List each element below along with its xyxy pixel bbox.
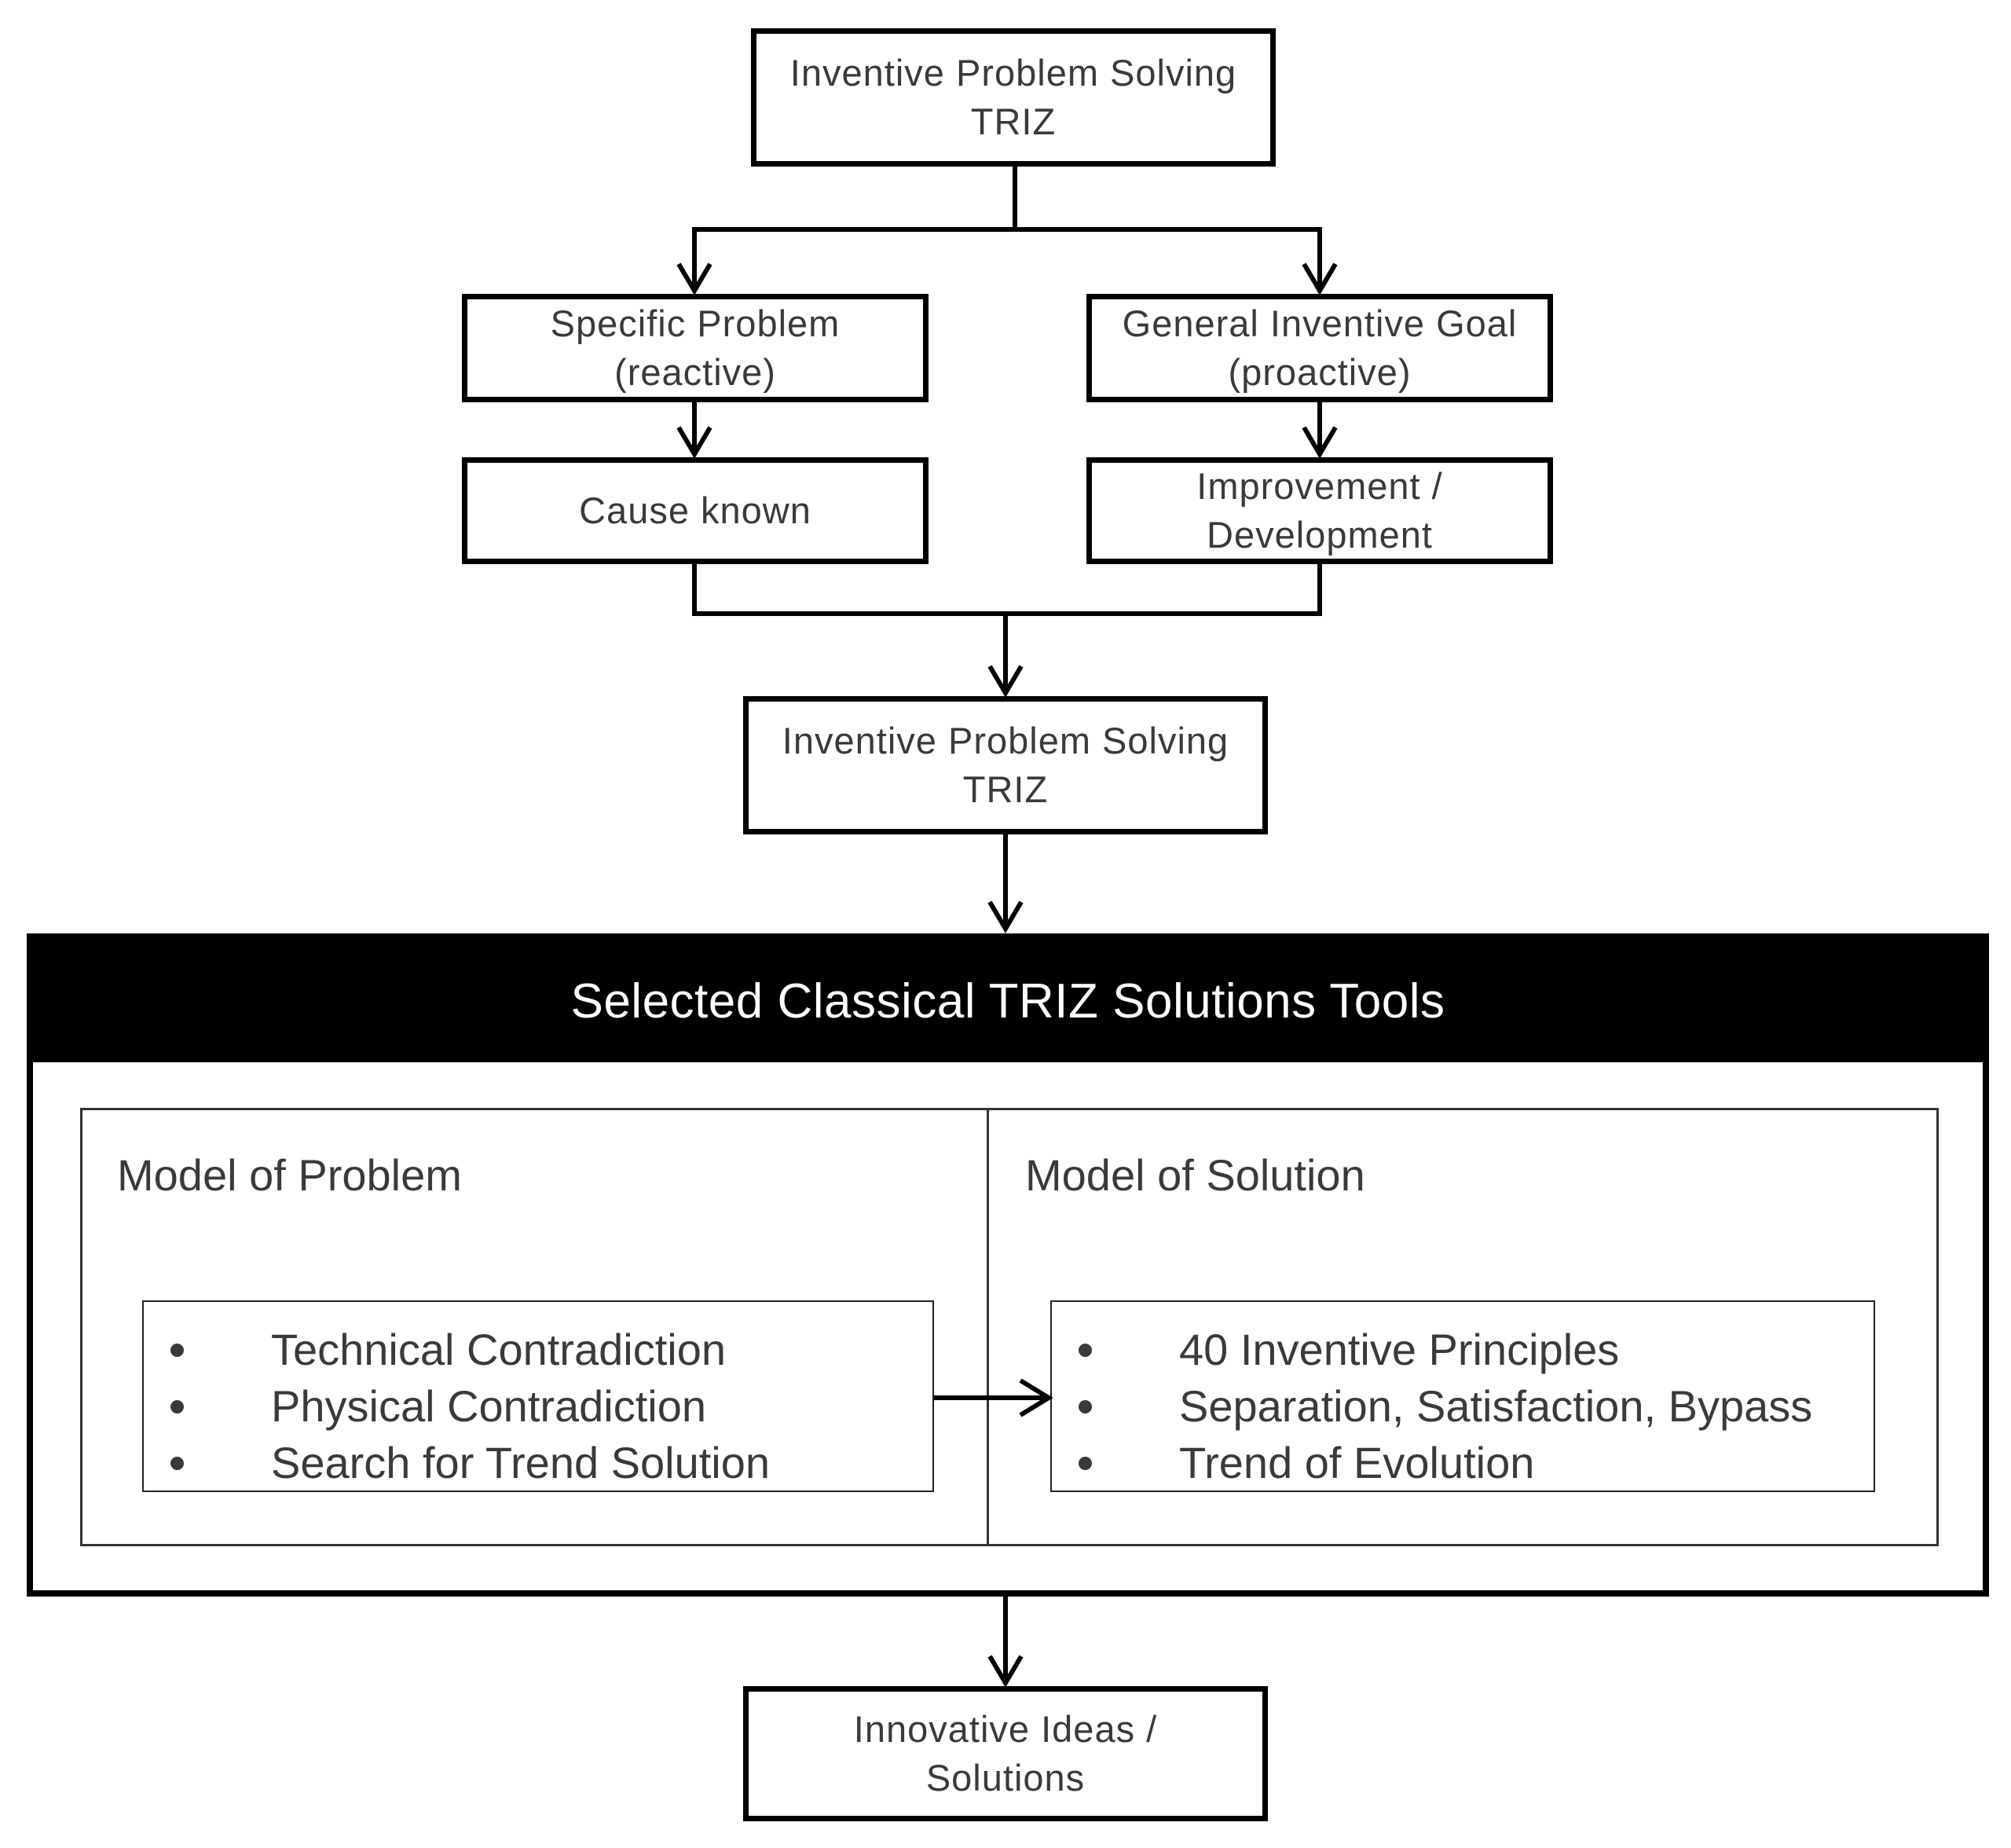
- node-improvement-line1: Improvement /: [1196, 465, 1443, 507]
- list-item: Physical Contradiction: [144, 1378, 932, 1435]
- list-item: Separation, Satisfaction, Bypass: [1052, 1378, 1874, 1435]
- arrowhead-tools: [987, 900, 1024, 933]
- node-triz-top-line2: TRIZ: [970, 101, 1057, 142]
- model-solution-list: 40 Inventive Principles Separation, Sati…: [1050, 1300, 1875, 1492]
- bullet-icon: [170, 1457, 184, 1470]
- bullet-icon: [170, 1400, 184, 1414]
- edge-triz-top-to-general-goal: [1015, 227, 1322, 291]
- list-item-text: Separation, Satisfaction, Bypass: [1179, 1381, 1813, 1431]
- node-outcome-line2: Solutions: [925, 1757, 1086, 1798]
- arrowhead-general-goal: [1302, 262, 1338, 295]
- bullet-icon: [1079, 1400, 1092, 1414]
- arrowhead-model-solution: [1019, 1378, 1053, 1417]
- list-item-text: Technical Contradiction: [271, 1325, 726, 1374]
- node-triz-top: Inventive Problem Solving TRIZ: [751, 28, 1276, 167]
- models-divider: [987, 1110, 989, 1544]
- bullet-icon: [1079, 1457, 1092, 1470]
- node-cause-known: Cause known: [462, 457, 929, 564]
- arrowhead-specific-problem: [676, 262, 712, 295]
- node-triz-top-line1: Inventive Problem Solving: [789, 52, 1237, 94]
- list-item-text: 40 Inventive Principles: [1179, 1325, 1620, 1374]
- models-panel: Model of Problem Technical Contradiction…: [80, 1108, 1939, 1546]
- arrowhead-improvement: [1302, 426, 1338, 459]
- arrowhead-triz-mid: [987, 665, 1024, 698]
- edge-cause-known-to-triz-mid: [692, 563, 1322, 616]
- list-item: Trend of Evolution: [1052, 1435, 1874, 1491]
- node-improvement-line2: Development: [1207, 514, 1433, 556]
- arrowhead-outcome: [987, 1655, 1024, 1688]
- model-problem-list: Technical Contradiction Physical Contrad…: [142, 1300, 934, 1492]
- node-general-goal-line1: General Inventive Goal: [1122, 302, 1518, 344]
- arrowhead-cause-known: [676, 426, 712, 459]
- node-specific-problem-line1: Specific Problem: [550, 302, 841, 344]
- node-triz-mid-line2: TRIZ: [962, 768, 1049, 810]
- tools-frame: Selected Classical TRIZ Solutions Tools …: [27, 933, 1989, 1597]
- tools-header: Selected Classical TRIZ Solutions Tools: [33, 940, 1983, 1062]
- node-general-goal-line2: (proactive): [1228, 351, 1412, 393]
- bullet-icon: [170, 1344, 184, 1357]
- list-item-text: Search for Trend Solution: [271, 1438, 771, 1487]
- model-arrow: [934, 1378, 1053, 1417]
- list-item: Search for Trend Solution: [144, 1435, 932, 1491]
- edge-triz-top-to-specific-problem: [692, 165, 1017, 291]
- list-item: 40 Inventive Principles: [1052, 1322, 1874, 1378]
- node-improvement: Improvement / Development: [1086, 457, 1553, 564]
- node-outcome: Innovative Ideas / Solutions: [743, 1686, 1268, 1821]
- node-triz-mid-line1: Inventive Problem Solving: [782, 720, 1229, 761]
- list-item-text: Trend of Evolution: [1179, 1438, 1535, 1487]
- node-specific-problem: Specific Problem (reactive): [462, 294, 929, 402]
- node-general-goal: General Inventive Goal (proactive): [1086, 294, 1553, 402]
- node-triz-mid: Inventive Problem Solving TRIZ: [743, 696, 1268, 834]
- node-cause-known-line1: Cause known: [579, 490, 811, 531]
- bullet-icon: [1079, 1344, 1092, 1357]
- node-outcome-line1: Innovative Ideas /: [853, 1708, 1158, 1750]
- model-problem-title: Model of Problem: [117, 1150, 462, 1200]
- node-specific-problem-line2: (reactive): [614, 351, 776, 393]
- list-item: Technical Contradiction: [144, 1322, 932, 1378]
- model-solution-title: Model of Solution: [1025, 1150, 1365, 1200]
- list-item-text: Physical Contradiction: [271, 1381, 707, 1431]
